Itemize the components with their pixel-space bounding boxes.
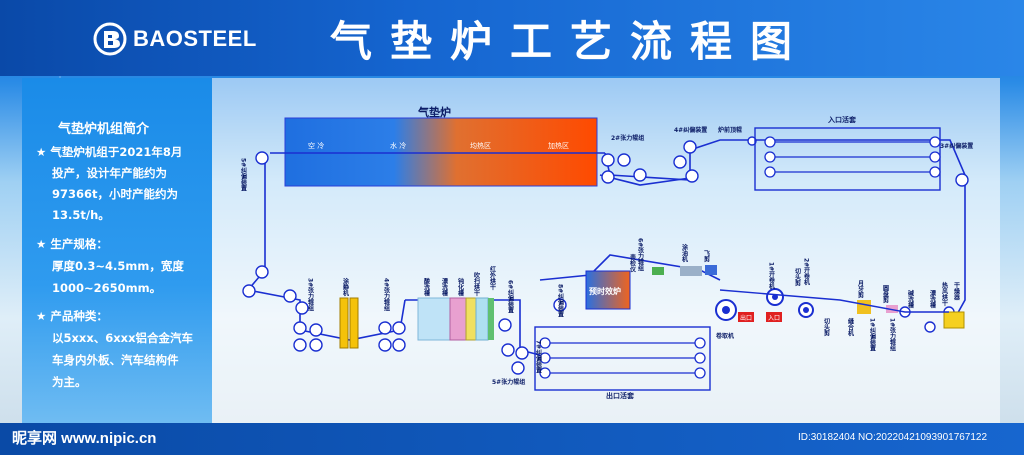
label-dryer: 干燥器 (953, 282, 961, 301)
intro-line-11: 为主。 (52, 375, 87, 389)
label-coiler: 卷取机 (715, 332, 734, 340)
label-tension-1: 1#张力辊组 (889, 318, 896, 352)
image-id-watermark: ID:30182404 NO:20220421093901767122 (798, 432, 988, 443)
zone-heat: 加热区 (548, 141, 569, 150)
zone-soak: 均热区 (470, 141, 491, 150)
intro-line-5: ★ 生产规格： (36, 237, 108, 251)
label-passivate: 钝化槽 (457, 277, 464, 297)
label-crop-shear: 切头剪 (823, 318, 830, 337)
exit-marker-label: 出口 (740, 314, 752, 322)
brand-name: BAOSTEEL (133, 26, 257, 51)
entry-marker-label: 入口 (768, 315, 780, 322)
pre-aging-furnace (585, 270, 631, 310)
label-tension-3: 3#张力辊组 (307, 278, 314, 312)
label-deflector-7: 7#纠偏装置 (535, 340, 543, 374)
label-uncoiler-1: 1#开卷机 (768, 262, 776, 290)
footer-band (0, 423, 1024, 455)
intro-line-4: 13.5t/h。 (52, 208, 110, 222)
entry-loop-label: 入口活套 (827, 115, 857, 124)
intro-side-panel (22, 78, 212, 423)
intro-line-7: 1000~2650mm。 (52, 281, 162, 295)
intro-line-9: 以5xxx、6xxx铝合金汽车 (52, 331, 194, 345)
site-watermark: 昵享网 www.nipic.cn (12, 430, 157, 447)
entry-marker (766, 312, 782, 322)
intro-line-8: ★ 产品种类： (36, 309, 108, 323)
label-acid-wash: 酸洗槽 (423, 277, 430, 297)
zone-water-cool: 水 冷 (390, 141, 406, 150)
label-deflector-3: 3#纠偏装置 (940, 142, 973, 150)
label-side-trim: 圆盘剪 (882, 284, 889, 304)
label-deflector-1: 1#纠偏装置 (869, 318, 877, 352)
label-flying-shear: 飞剪 (703, 249, 710, 263)
intro-line-6: 厚度0.3~4.5mm，宽度 (52, 259, 184, 273)
label-uncoiler-2: 2#开卷机 (803, 258, 811, 286)
baosteel-emblem-icon (93, 22, 127, 56)
label-painting: 涂静机 (342, 277, 349, 297)
label-pre-dry: 热风烘干 (941, 281, 948, 307)
aging-furnace-label: 预时效炉 (589, 286, 621, 296)
label-rinse: 漂洗槽 (441, 277, 448, 297)
label-tension-2: 2#张力辊组 (611, 134, 644, 142)
label-oiler: 涂油机 (681, 243, 688, 263)
exit-loop-label: 出口活套 (606, 391, 635, 400)
zone-air-cool: 空 冷 (308, 141, 324, 150)
label-rinse-2: 漂洗槽 (929, 289, 936, 309)
label-furnace-top-roll: 炉前顶辊 (718, 126, 742, 134)
label-deflector-4: 4#纠偏装置 (674, 126, 707, 134)
header-band (0, 0, 1024, 76)
label-crop-shear-top: 切头剪 (794, 268, 801, 287)
label-welder: 缝合机 (847, 317, 854, 337)
label-ir-dry: 红外烘干 (489, 265, 497, 291)
furnace-title: 气垫炉 (417, 105, 451, 119)
intro-line-3: 97366t，小时产能约为 (52, 187, 179, 201)
intro-line-10: 车身内外板、汽车结构件 (52, 353, 179, 367)
label-deflector-6: 6#纠偏装置 (507, 280, 515, 314)
label-blow-dry: 吹扫烘干 (473, 271, 480, 297)
label-surface-insp: 表检仪 (629, 253, 637, 273)
intro-line-1: ★ 气垫炉机组于2021年8月 (36, 145, 183, 159)
label-degrease: 碱洗槽 (907, 289, 914, 309)
page-title: 气垫炉工艺流程图 (330, 17, 811, 66)
exit-loop-box (534, 326, 711, 391)
intro-line-2: 投产，设计年产能约为 (52, 166, 167, 180)
label-trim: 月牙剪 (857, 279, 865, 299)
label-tension-6: 6#张力辊组 (637, 238, 644, 272)
label-deflector-8: 8#纠偏装置 (557, 284, 565, 318)
air-cushion-furnace (284, 117, 598, 187)
label-tension-5: 5#张力辊组 (492, 378, 525, 386)
label-deflector-5: 5#纠偏装置 (240, 158, 248, 192)
intro-heading: 气垫炉机组简介 (58, 122, 150, 137)
exit-marker (738, 312, 754, 322)
entry-loop-box (754, 127, 941, 191)
baosteel-logo: BAOSTEEL (93, 22, 257, 56)
label-tension-4: 4#张力辊组 (383, 278, 390, 312)
